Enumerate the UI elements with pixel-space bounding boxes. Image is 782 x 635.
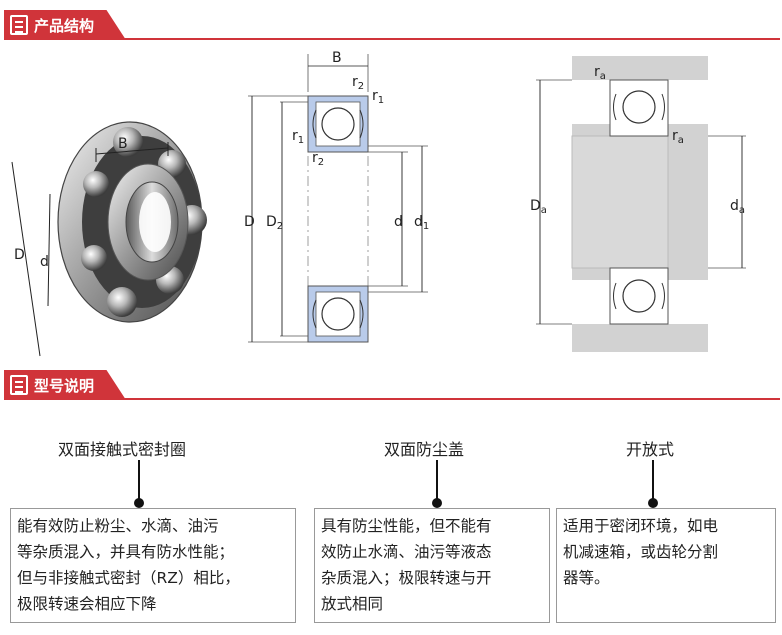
svg-text:r2: r2 bbox=[312, 150, 324, 168]
description-line: 具有防尘性能，但不能有 bbox=[321, 517, 492, 535]
description-line: 杂质混入；极限转速与开 bbox=[321, 569, 492, 587]
svg-text:da: da bbox=[730, 198, 745, 216]
section-header-structure: 产品结构 bbox=[0, 6, 782, 40]
description-line: 能有效防止粉尘、水滴、油污 bbox=[17, 517, 219, 535]
svg-text:ra: ra bbox=[672, 128, 684, 146]
svg-text:r1: r1 bbox=[372, 88, 384, 106]
type-name-contact-seal: 双面接触式密封圈 bbox=[58, 440, 187, 459]
bearing-photo: B D d bbox=[11, 121, 207, 357]
document-icon bbox=[10, 15, 28, 35]
section-title-model: 型号说明 bbox=[34, 376, 95, 395]
description-line: 效防止水滴、油污等液态 bbox=[321, 543, 492, 561]
description-box-open: 适用于密闭环境，如电 机减速箱，或齿轮分割 器等。 bbox=[556, 508, 776, 623]
svg-text:d1: d1 bbox=[414, 214, 429, 232]
connector-line bbox=[648, 460, 658, 508]
section-divider bbox=[4, 38, 780, 40]
bearing-mounting-drawing: ra ra Da da bbox=[530, 56, 746, 352]
description-line: 但与非接触式密封（RZ）相比， bbox=[17, 569, 240, 587]
section-title-structure: 产品结构 bbox=[34, 16, 95, 35]
section-label-B: B bbox=[332, 50, 342, 66]
photo-label-B: B bbox=[118, 136, 128, 152]
description-line: 极限转速会相应下降 bbox=[17, 595, 157, 613]
section-header-model: 型号说明 bbox=[0, 366, 782, 400]
type-name-dust-cover: 双面防尘盖 bbox=[384, 440, 465, 459]
document-icon bbox=[10, 375, 28, 395]
photo-label-D: D bbox=[14, 247, 25, 263]
svg-text:r2: r2 bbox=[352, 74, 364, 92]
description-line: 等杂质混入，并具有防水性能； bbox=[17, 543, 235, 561]
description-line: 机减速箱，或齿轮分割 bbox=[563, 543, 719, 561]
description-line: 放式相同 bbox=[321, 595, 384, 613]
description-box-dust-cover: 具有防尘性能，但不能有 效防止水滴、油污等液态 杂质混入；极限转速与开 放式相同 bbox=[314, 508, 550, 623]
section-label-D: D bbox=[244, 214, 255, 230]
description-line: 适用于密闭环境，如电 bbox=[563, 517, 719, 535]
svg-text:Da: Da bbox=[530, 198, 547, 216]
description-line: 器等。 bbox=[563, 569, 610, 587]
connector-line bbox=[134, 460, 144, 508]
photo-label-d: d bbox=[40, 254, 49, 270]
bearing-structure-diagram: B D d bbox=[11, 50, 746, 357]
section-label-d: d bbox=[394, 214, 403, 230]
svg-text:r1: r1 bbox=[292, 128, 304, 146]
type-name-open: 开放式 bbox=[626, 440, 675, 459]
svg-text:ra: ra bbox=[594, 64, 606, 82]
section-tab-model: 型号说明 bbox=[4, 370, 126, 400]
connector-line bbox=[432, 460, 442, 508]
section-tab-structure: 产品结构 bbox=[4, 10, 126, 40]
description-box-contact-seal: 能有效防止粉尘、水滴、油污 等杂质混入，并具有防水性能； 但与非接触式密封（RZ… bbox=[10, 508, 296, 623]
section-divider bbox=[4, 398, 780, 400]
bearing-cross-section: B r2 r1 r1 r2 D D2 d d1 bbox=[244, 50, 429, 343]
svg-text:D2: D2 bbox=[266, 214, 283, 232]
